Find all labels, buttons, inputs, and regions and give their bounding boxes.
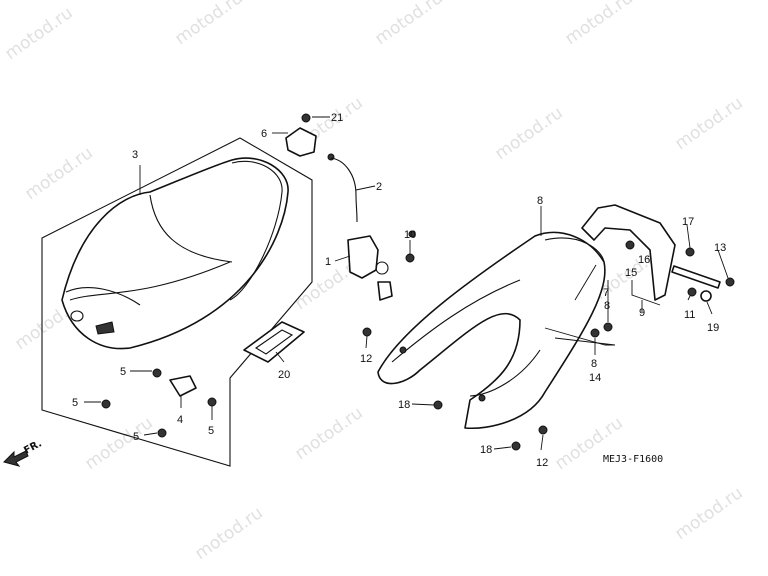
direction-label: FR. <box>22 438 44 456</box>
watermark: motod.ru <box>1 3 76 64</box>
front-direction-indicator: FR. <box>3 438 44 467</box>
watermark: motod.ru <box>371 0 446 49</box>
callout-12-left: 12 <box>360 353 372 365</box>
seat-strap <box>243 321 305 363</box>
callout-10: 10 <box>404 229 416 241</box>
callout-16: 16 <box>638 254 650 266</box>
watermark: motod.ru <box>671 93 746 154</box>
callout-18-upper: 18 <box>398 399 410 411</box>
watermark: motod.ru <box>21 143 96 204</box>
callout-8-lower: 8 <box>591 358 597 370</box>
seat-fasteners <box>101 368 217 438</box>
watermark: motod.ru <box>81 413 156 474</box>
callout-17: 17 <box>682 216 694 228</box>
callout-3: 3 <box>132 149 138 161</box>
callout-5-left: 5 <box>72 397 78 409</box>
callout-4: 4 <box>177 414 183 426</box>
callout-7: 7 <box>603 287 609 299</box>
watermark: motod.ru <box>171 0 246 49</box>
watermark: motod.ru <box>561 0 636 49</box>
callout-14: 14 <box>589 372 601 384</box>
callout-9: 9 <box>639 307 645 319</box>
grab-rail-assembly <box>581 204 735 302</box>
callout-8-cowl: 8 <box>537 195 543 207</box>
diagram-code: MEJ3-F1600 <box>603 454 663 465</box>
watermark: motod.ru <box>291 403 366 464</box>
callout-20: 20 <box>278 369 290 381</box>
callout-labels: 3 21 6 2 1 10 8 5 5 5 5 4 20 12 18 18 12… <box>72 112 726 469</box>
callout-21: 21 <box>331 112 343 124</box>
callout-5-bottom: 5 <box>133 431 139 443</box>
rear-cowl <box>377 231 606 430</box>
callout-18-lower: 18 <box>480 444 492 456</box>
callout-2: 2 <box>376 181 382 193</box>
callout-19: 19 <box>707 322 719 334</box>
watermark: motod.ru <box>491 103 566 164</box>
watermark: motod.ru <box>191 503 266 564</box>
callout-1: 1 <box>325 256 331 268</box>
seat <box>61 157 289 350</box>
callout-15: 15 <box>625 267 637 279</box>
callout-5-top: 5 <box>120 366 126 378</box>
watermark: motod.ru <box>671 483 746 544</box>
arrow-left-icon <box>3 450 29 467</box>
cowl-fasteners <box>362 322 613 451</box>
leader-lines <box>84 116 729 451</box>
seat-lock-assembly <box>285 113 416 301</box>
callout-6: 6 <box>261 128 267 140</box>
callout-11: 11 <box>684 309 695 321</box>
callout-13: 13 <box>714 242 726 254</box>
callout-12-right: 12 <box>536 457 548 469</box>
callout-8-upper: 8 <box>604 300 610 312</box>
callout-5-right: 5 <box>208 425 214 437</box>
